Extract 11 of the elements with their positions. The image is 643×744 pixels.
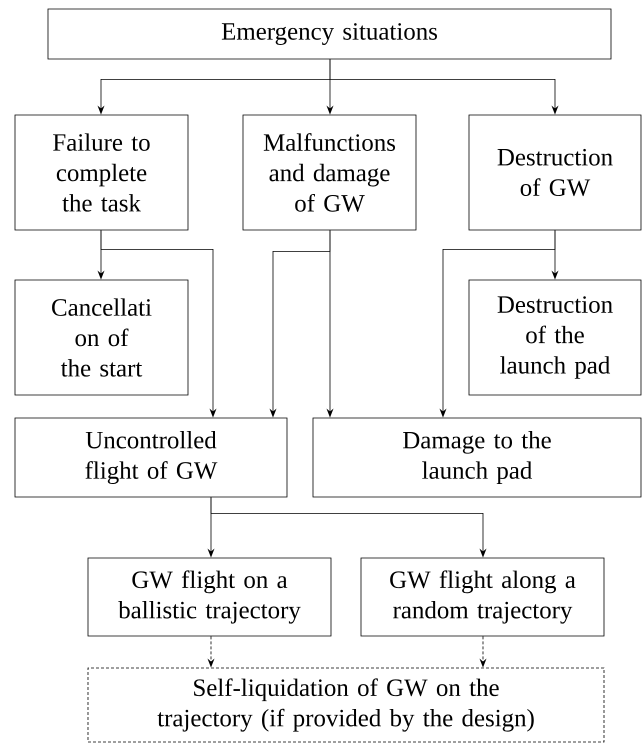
outcome-box: GW flight along a random trajectory xyxy=(360,558,604,636)
consequence-box: Damage to the launch pad xyxy=(312,418,642,498)
outcome-box: GW flight on a ballistic trajectory xyxy=(88,558,332,636)
heading-box: Emergency situations xyxy=(48,8,612,60)
outcome-box: Self-liquidation of GW on the trajectory (if provided by the design) xyxy=(88,668,604,742)
consequence-box: Cancellati on of the start xyxy=(14,280,188,396)
consequence-box: Destruction of the launch pad xyxy=(468,280,642,396)
category-box: Failure to complete the task xyxy=(14,114,188,230)
category-box: Malfunctions and damage of GW xyxy=(242,114,416,230)
consequence-box: Uncontrolled flight of GW xyxy=(14,418,288,498)
category-box: Destruction of GW xyxy=(468,114,642,230)
